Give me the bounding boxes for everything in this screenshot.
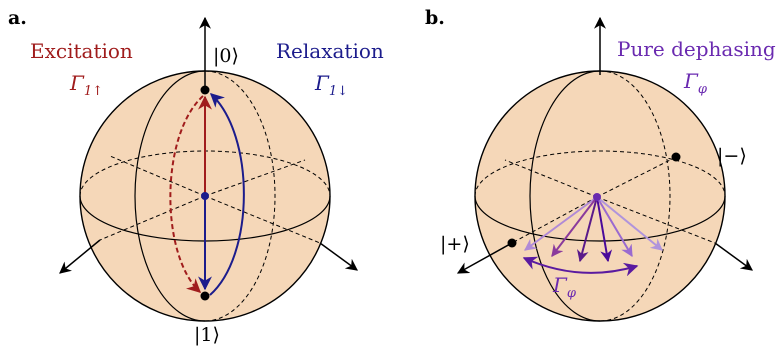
equator-front-b [474,195,726,242]
dephasing-arrow-2 [551,196,598,257]
diag-inner-a-2 [109,155,206,197]
panel-b: b. |+⟩ |−⟩ Pure de [425,7,776,322]
dephasing-arrow-5 [596,196,633,258]
panel-a: a. |0⟩ |1⟩ Excitation [8,7,384,346]
ket-0: |0⟩ [213,45,239,67]
dephasing-arrow-4 [596,196,613,263]
dephasing-arrow-6 [596,196,663,251]
relaxation-rate: Γ1↓ [314,71,348,99]
dephasing-arrow-1 [524,196,598,251]
meridian-front-a [134,70,206,322]
center-point-b [593,193,601,201]
x-axis-inner-b [511,196,598,244]
ket-1: |1⟩ [194,324,220,346]
meridian-back-a [204,70,276,322]
state-1-point [200,291,210,301]
meridian-front-b [529,70,601,322]
meridian-back-b [599,70,671,322]
diag-inner-b-2 [504,159,598,198]
y-axis-a [319,242,358,271]
panel-b-label: b. [425,7,445,29]
state-minus-point [671,152,681,162]
arc-rate-label: Γφ [552,273,577,301]
center-point-a [201,192,209,200]
y-axis-inner-b [596,196,716,244]
diag-inner-b-1 [596,156,677,198]
excitation-path [169,95,204,293]
ket-plus: |+⟩ [440,233,470,255]
x-axis-b [456,242,513,274]
diag-inner-a-1 [204,159,306,197]
excitation-title: Excitation [30,39,133,63]
equator-back-b [474,150,726,197]
ket-minus: |−⟩ [717,145,747,167]
dephasing-arrow-3 [576,196,598,263]
dephasing-arc [522,256,639,277]
dephasing-rate: Γφ [683,69,708,97]
dephasing-title: Pure dephasing [617,37,776,61]
relaxation-title: Relaxation [276,39,384,63]
excitation-rate: Γ1↑ [69,71,103,99]
panel-a-label: a. [8,7,27,29]
y-axis-b [714,242,753,271]
x-axis-a [59,239,101,274]
state-0-point [200,85,210,95]
state-plus-point [507,238,517,248]
x-axis-inner-a [99,195,206,241]
relaxation-path [209,93,245,296]
